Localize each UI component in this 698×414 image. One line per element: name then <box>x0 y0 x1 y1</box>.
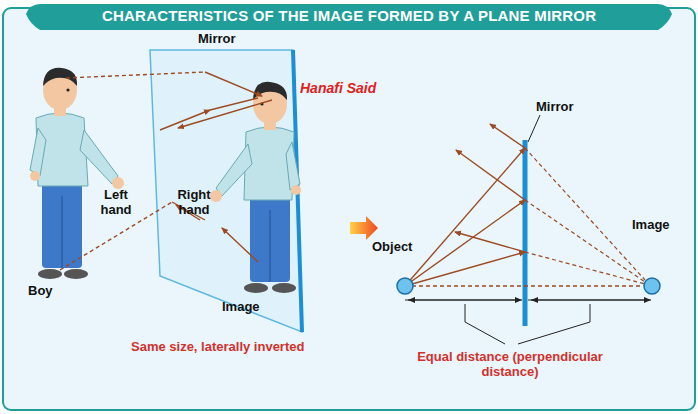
hand-label: Right hand <box>172 188 216 218</box>
title: CHARACTERISTICS OF THE IMAGE FORMED BY A… <box>102 7 596 24</box>
ray-diagram <box>397 115 660 344</box>
caption-note: Same size, laterally inverted <box>131 340 304 355</box>
point-label: Object <box>372 240 412 255</box>
watermark: Hanafi Said <box>300 80 376 96</box>
transition-arrow <box>350 216 378 240</box>
boy-figure <box>30 68 124 279</box>
figure-label: Image <box>222 300 260 315</box>
point-label: Image <box>632 218 670 233</box>
distance-note: Equal distance (perpendicular distance) <box>415 350 605 380</box>
image-figure <box>210 82 301 293</box>
hand-label: Left hand <box>96 188 136 218</box>
mirror-label: Mirror <box>198 32 236 47</box>
frame <box>3 8 695 410</box>
title-band <box>26 4 672 30</box>
light-rays <box>60 72 272 270</box>
mirror-label: Mirror <box>536 100 574 115</box>
mirror-panel <box>150 50 302 332</box>
figure-label: Boy <box>28 284 53 299</box>
